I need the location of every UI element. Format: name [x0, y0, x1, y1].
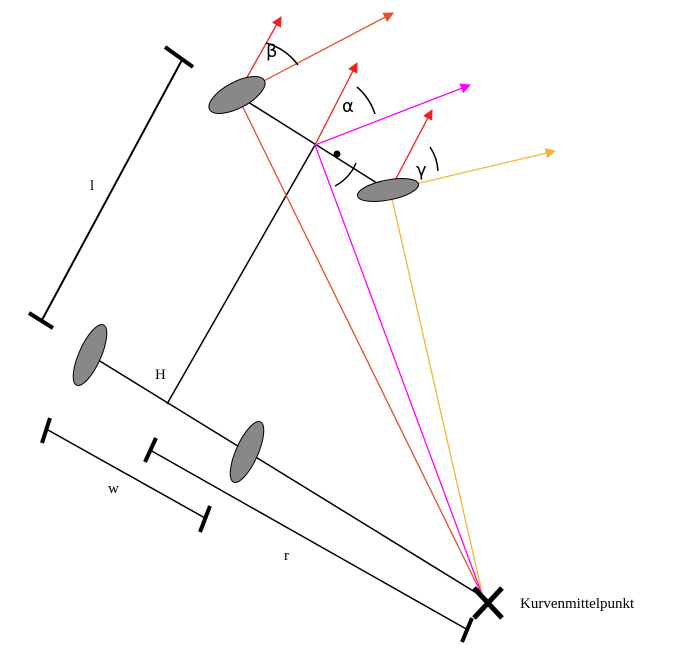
radius-line-left-wheel — [236, 94, 484, 598]
label-w: w — [108, 481, 119, 497]
angle-arcs — [265, 42, 439, 187]
radius-line-right-wheel — [389, 189, 484, 598]
right-angle-dot — [333, 150, 341, 158]
dimension-l — [27, 45, 195, 330]
dimension-w — [40, 417, 212, 533]
wheel-rear-left — [72, 324, 108, 386]
label-h: H — [155, 367, 166, 383]
vehicle-centerline — [166, 144, 316, 405]
label-curve-center: Kurvenmittelpunkt — [520, 596, 635, 612]
label-gamma: γ — [416, 160, 427, 181]
radius-line-center — [314, 144, 484, 598]
label-alpha: α — [342, 96, 354, 117]
front-axle-line — [236, 94, 389, 191]
wheel-front-right — [357, 178, 419, 202]
wheel-front-left — [208, 75, 266, 115]
dimension-r — [143, 437, 474, 643]
label-beta: β — [266, 41, 278, 62]
label-r: r — [284, 548, 289, 564]
heading-vectors — [236, 12, 557, 191]
curve-center-cross — [472, 586, 504, 620]
wheel-rear-right — [229, 421, 265, 483]
label-l: l — [90, 178, 94, 194]
rear-axle-line — [89, 354, 484, 598]
